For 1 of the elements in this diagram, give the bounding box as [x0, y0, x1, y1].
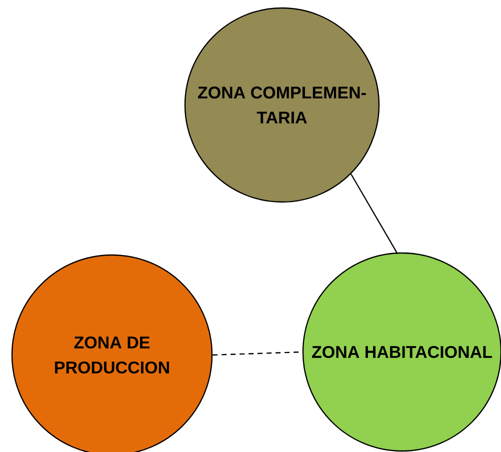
connector-line [350, 174, 398, 253]
